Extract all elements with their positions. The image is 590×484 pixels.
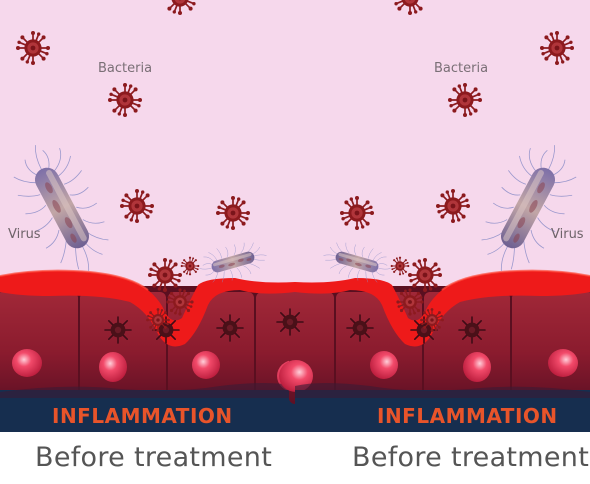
virus-label-left: Virus [8, 227, 41, 242]
inflammation-label-left: INFLAMMATION [52, 404, 233, 428]
bacteria-label-left: Bacteria [98, 61, 153, 76]
caption-left: Before treatment [35, 442, 273, 473]
panel-left-art [0, 0, 313, 432]
virus-label-right: Virus [551, 227, 584, 242]
inflammation-label-right: INFLAMMATION [377, 404, 558, 428]
bacteria-label-right: Bacteria [434, 61, 489, 76]
caption-area [0, 432, 590, 484]
caption-right: Before treatment [352, 442, 590, 473]
